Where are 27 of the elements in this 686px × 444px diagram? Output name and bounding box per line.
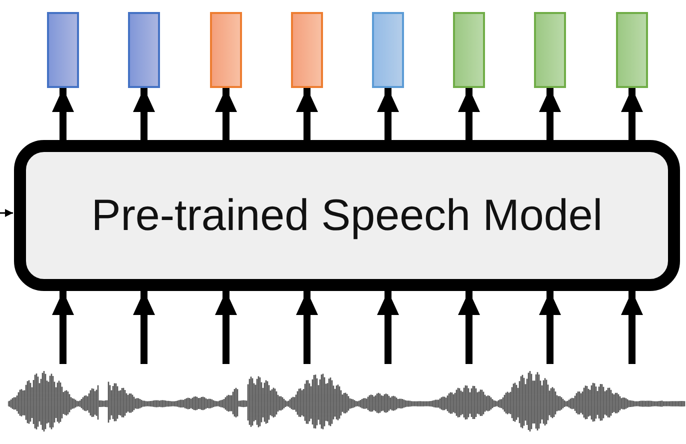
- arrow: [52, 88, 74, 142]
- arrow: [458, 291, 480, 364]
- arrow: [296, 291, 318, 364]
- arrow: [215, 291, 237, 364]
- arrow: [133, 291, 155, 364]
- embedding-bar: [616, 12, 648, 88]
- embedding-bar: [47, 12, 79, 88]
- arrow: [52, 291, 74, 364]
- arrow: [621, 88, 643, 142]
- embedding-bar: [210, 12, 242, 88]
- arrow: [539, 291, 561, 364]
- embedding-bar: [372, 12, 404, 88]
- arrow: [458, 88, 480, 142]
- arrow: [621, 291, 643, 364]
- arrow: [0, 209, 13, 217]
- embedding-bar: [128, 12, 160, 88]
- embedding-bar: [534, 12, 566, 88]
- arrow: [296, 88, 318, 142]
- model-box: [14, 140, 680, 291]
- model-title: Pre-trained Speech Model: [91, 190, 603, 240]
- arrow: [539, 88, 561, 142]
- arrow: [377, 291, 399, 364]
- arrow: [215, 88, 237, 142]
- arrow: [377, 88, 399, 142]
- arrow: [133, 88, 155, 142]
- embedding-bar: [291, 12, 323, 88]
- embedding-bar: [453, 12, 485, 88]
